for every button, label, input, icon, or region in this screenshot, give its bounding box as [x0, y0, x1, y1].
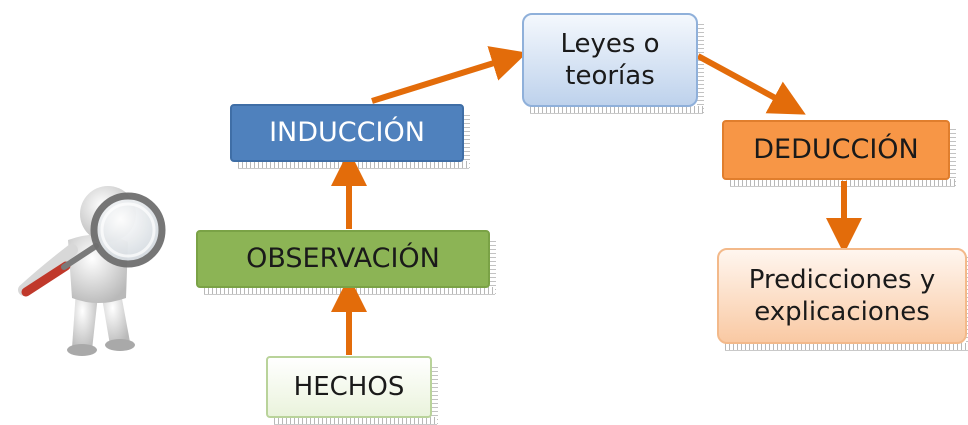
node-leyes: Leyes o teorías [522, 13, 704, 114]
node-induccion-label: INDUCCIÓN [269, 117, 425, 149]
node-predicciones-label-line2: explicaciones [754, 297, 930, 327]
node-predicciones-label-line1: Predicciones y [748, 264, 936, 295]
arrow-induccion-to-leyes [371, 46, 528, 104]
node-hechos-label: HECHOS [293, 371, 405, 402]
arrow-leyes-to-deduccion [696, 53, 806, 115]
node-predicciones: Predicciones y explicaciones [717, 248, 968, 351]
node-hechos: HECHOS [266, 356, 438, 425]
node-leyes-label-line2: teorías [565, 61, 655, 91]
node-deduccion: DEDUCCIÓN [722, 120, 956, 187]
node-observacion-label: OBSERVACIÓN [246, 243, 440, 275]
person-with-magnifying-glass-icon [18, 186, 166, 356]
node-leyes-label-line1: Leyes o [560, 28, 660, 59]
node-deduccion-label: DEDUCCIÓN [753, 134, 919, 166]
node-observacion: OBSERVACIÓN [196, 230, 496, 295]
node-induccion: INDUCCIÓN [230, 104, 470, 169]
